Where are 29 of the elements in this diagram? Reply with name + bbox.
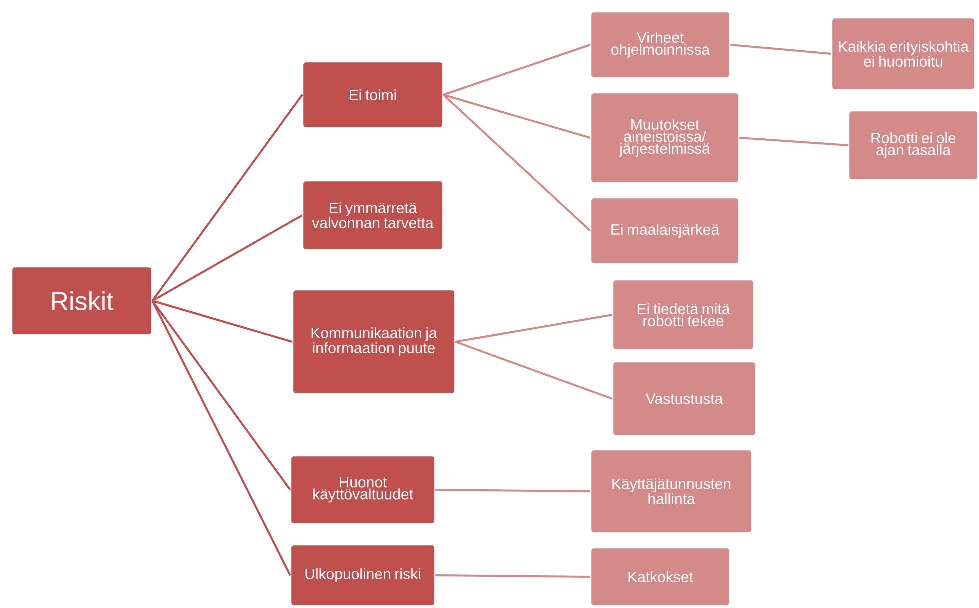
box: Vastustusta	[612, 361, 757, 437]
box: Ei ymmärretä valvonnan tarvetta	[302, 180, 444, 251]
box: Riskit	[11, 266, 153, 336]
connector-line	[455, 341, 613, 400]
box: Ei tiedetä mitä robotti tekee	[612, 279, 755, 351]
box: Virheet ohjelmoinnissa	[590, 11, 731, 79]
connector-line	[442, 94, 592, 232]
box: Ulkopuolinen riski	[290, 544, 436, 607]
box: Ei maalaisjärkeä	[590, 197, 740, 265]
box: Huonot käyttövaltuudet	[290, 455, 436, 525]
box: Kaikkia erityiskohtia ei huomioitu	[831, 17, 976, 91]
connector-line	[443, 94, 591, 139]
connector-line	[152, 214, 303, 302]
box: Käyttäjätunnusten hallinta	[590, 449, 753, 534]
connector-line	[436, 489, 590, 492]
box: Muutokset aineistoissa/ järjestelmissä	[590, 92, 740, 184]
connector-line	[152, 300, 292, 491]
connector-line	[740, 137, 848, 146]
connector-line	[152, 300, 292, 576]
box: Kommunikaation ja informaation puute	[292, 289, 456, 395]
connector-line	[730, 44, 832, 55]
box: Ei toimi	[302, 61, 444, 129]
connector-line	[443, 44, 591, 96]
connector-line	[152, 94, 304, 302]
connector-line	[152, 300, 293, 343]
connector-line	[455, 314, 613, 343]
connector-line	[436, 574, 590, 578]
box: Katkokset	[590, 547, 731, 607]
box: Robotti ei ole ajan tasalla	[848, 110, 979, 181]
